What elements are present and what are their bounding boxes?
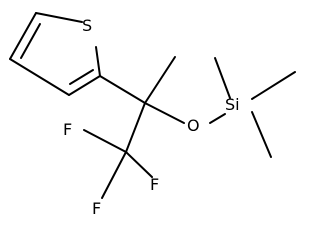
bond-s-c2	[95, 46, 101, 77]
bond-c2-c3-inner	[69, 69, 94, 85]
bond-c4-c5	[9, 12, 37, 60]
silicon-label: Si	[225, 95, 240, 114]
bond-c5-s	[35, 12, 83, 23]
bond-center-to-oxygen	[144, 102, 185, 124]
fluorine-label-right: F	[150, 175, 159, 194]
bond-c2-c3	[68, 75, 101, 96]
bond-center-to-methyl	[144, 56, 176, 104]
bond-center-to-cf3	[125, 102, 146, 153]
bond-c4-c5-inner	[20, 23, 41, 59]
bond-cf3-f-left	[83, 129, 127, 153]
bond-ring-to-center	[99, 75, 146, 104]
bond-si-methyl-left	[214, 57, 231, 99]
oxygen-label: O	[187, 116, 200, 135]
molecule-drawing: S O Si F F F	[9, 12, 296, 218]
bond-cf3-f-bottom	[101, 151, 127, 199]
sulfur-label: S	[82, 16, 92, 35]
bond-cf3-f-right	[125, 151, 153, 178]
structure-diagram: S O Si F F F	[9, 12, 296, 218]
bond-c3-c4	[9, 58, 70, 96]
bond-oxygen-to-si	[209, 113, 226, 124]
fluorine-label-bottom: F	[92, 199, 101, 218]
bond-si-methyl-bottom	[251, 111, 272, 158]
fluorine-label-left: F	[63, 120, 72, 139]
bond-si-methyl-right	[251, 71, 296, 100]
